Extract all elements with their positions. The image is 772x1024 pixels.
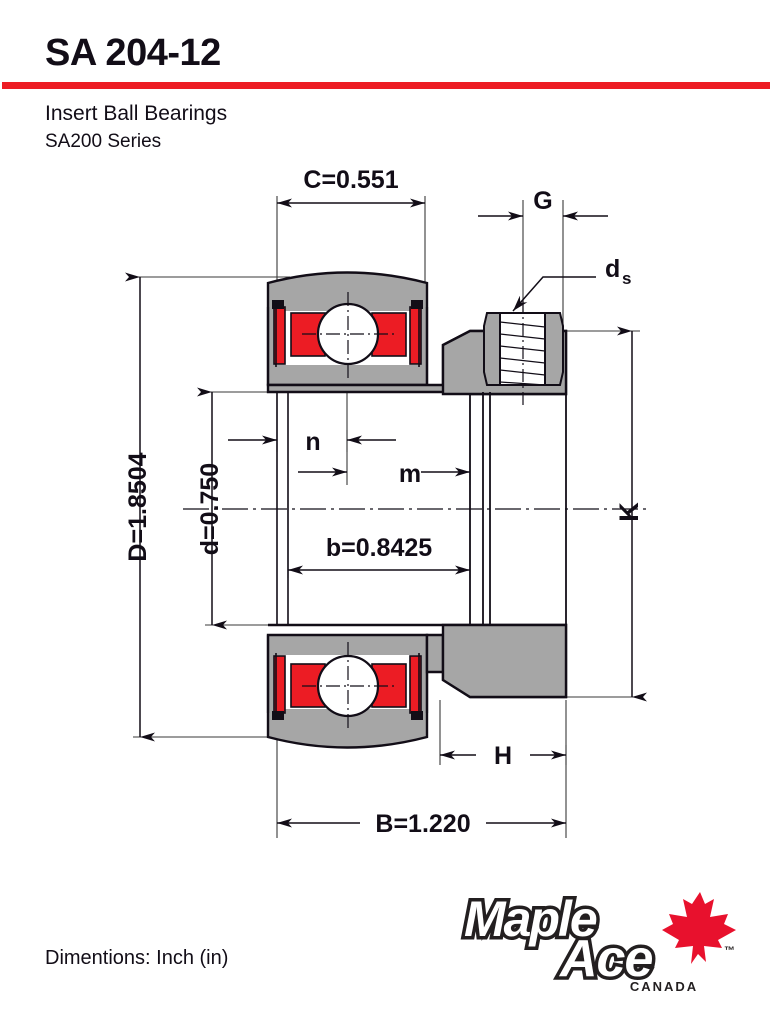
- maple-ace-logo: Maple Ace ™ CANADA: [461, 888, 736, 994]
- logo-word-maple-text: Maple: [464, 891, 597, 947]
- units-note: Dimentions: Inch (in): [45, 947, 229, 969]
- dim-label-ds: d s: [605, 255, 631, 288]
- dim-label-ds-main: d: [605, 255, 620, 283]
- dim-label-C: C=0.551: [303, 166, 398, 194]
- seal-block-right-bottom: [371, 663, 407, 708]
- product-type-label: Insert Ball Bearings: [45, 102, 228, 125]
- page-title: SA 204-12: [45, 32, 221, 74]
- accent-divider: [2, 82, 770, 89]
- maple-leaf-icon: [662, 892, 736, 964]
- logo-word-maple: Maple: [461, 888, 603, 951]
- dim-label-b: b=0.8425: [326, 534, 432, 562]
- series-label: SA200 Series: [45, 131, 162, 152]
- logo-word-ace-text: Ace: [558, 930, 652, 988]
- dim-label-G: G: [533, 187, 552, 215]
- logo-country-text: CANADA: [630, 979, 698, 994]
- dim-label-n: n: [305, 428, 320, 456]
- dim-label-B: B=1.220: [375, 810, 470, 838]
- dim-label-d: d=0.750: [196, 463, 224, 555]
- dim-label-D: D=1.8504: [124, 452, 152, 561]
- dim-leader-ds: [512, 276, 596, 312]
- dim-label-K: K: [614, 502, 644, 522]
- dim-label-m: m: [399, 460, 421, 488]
- logo-word-ace: Ace: [555, 927, 657, 992]
- set-screw: [483, 300, 564, 405]
- dim-label-H: H: [494, 742, 512, 770]
- dim-label-ds-sub: s: [622, 269, 631, 288]
- logo-trademark: ™: [724, 945, 735, 957]
